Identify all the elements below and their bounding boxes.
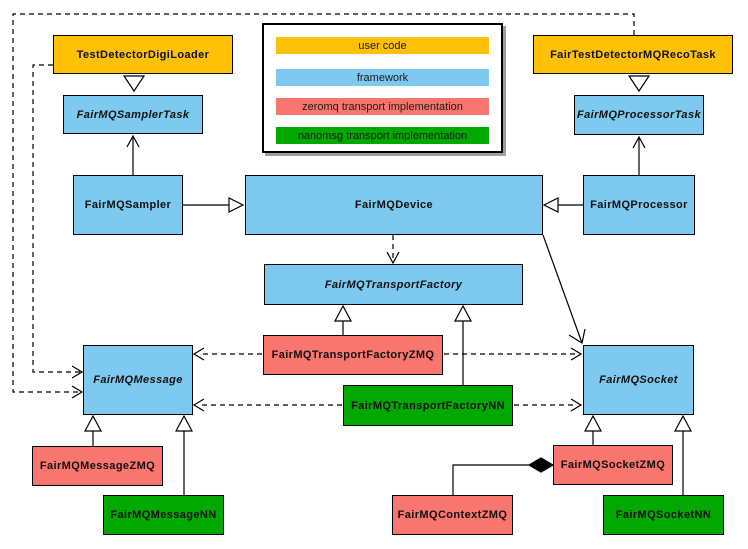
edge-inherit-socketnn-socket bbox=[674, 414, 692, 495]
node-fairmq-message: FairMQMessage bbox=[83, 345, 193, 415]
edge-dashed-factorynn-to-message bbox=[192, 398, 342, 412]
edge-device-to-socket bbox=[542, 234, 586, 344]
edge-dashed-factoryzmq-to-socket bbox=[444, 347, 583, 361]
edge-inherit-recotask-processortask bbox=[627, 75, 651, 93]
edge-sampler-to-samplertask bbox=[126, 134, 140, 175]
edge-inherit-processor-device bbox=[542, 197, 583, 213]
legend-item-zeromq: zeromq transport implementation bbox=[276, 98, 489, 115]
node-fairmq-message-zmq: FairMQMessageZMQ bbox=[32, 446, 163, 486]
node-fairmq-transport-factory-nn: FairMQTransportFactoryNN bbox=[343, 385, 513, 426]
node-fairmq-socket-nn: FairMQSocketNN bbox=[603, 495, 724, 535]
edge-dashed-digiloader-to-message bbox=[32, 64, 84, 379]
edge-processor-to-processortask bbox=[632, 135, 646, 175]
node-fairmq-socket-zmq: FairMQSocketZMQ bbox=[553, 445, 673, 485]
edge-inherit-factorynn-factory bbox=[454, 304, 472, 385]
edge-inherit-socketzmq-socket bbox=[584, 414, 602, 445]
legend-item-user-code: user code bbox=[276, 37, 489, 54]
legend-item-framework: framework bbox=[276, 69, 489, 86]
node-fairmq-context-zmq: FairMQContextZMQ bbox=[392, 495, 513, 535]
edge-composition-contextzmq-socketzmq bbox=[452, 457, 555, 495]
node-fairmq-device: FairMQDevice bbox=[245, 175, 543, 235]
node-fairmq-message-nn: FairMQMessageNN bbox=[103, 495, 224, 535]
legend-item-nanomsg: nanomsg transport implementation bbox=[276, 127, 489, 144]
node-fairmq-transport-factory: FairMQTransportFactory bbox=[264, 264, 523, 305]
edge-inherit-messagezmq-message bbox=[84, 414, 102, 446]
node-fairmq-sampler: FairMQSampler bbox=[73, 175, 183, 235]
legend-box: user code framework zeromq transport imp… bbox=[262, 23, 503, 153]
node-fair-test-detector-mq-reco-task: FairTestDetectorMQRecoTask bbox=[533, 35, 733, 74]
edge-inherit-factoryzmq-factory bbox=[334, 304, 352, 335]
edge-dashed-factorynn-to-socket bbox=[514, 398, 583, 412]
edge-dashed-factoryzmq-to-message bbox=[192, 347, 262, 361]
node-fairmq-socket: FairMQSocket bbox=[583, 345, 694, 415]
edge-inherit-sampler-device bbox=[183, 197, 245, 213]
edge-inherit-messagenn-message bbox=[175, 414, 193, 495]
node-fairmq-transport-factory-zmq: FairMQTransportFactoryZMQ bbox=[263, 335, 443, 375]
edge-inherit-digiloader-samplertask bbox=[122, 75, 146, 93]
node-test-detector-digi-loader: TestDetectorDigiLoader bbox=[53, 35, 233, 74]
node-fairmq-processor-task: FairMQProcessorTask bbox=[574, 95, 704, 135]
node-fairmq-sampler-task: FairMQSamplerTask bbox=[63, 95, 203, 134]
edge-dashed-recotask-to-message bbox=[12, 13, 635, 399]
edge-dashed-device-to-factory bbox=[386, 235, 400, 265]
node-fairmq-processor: FairMQProcessor bbox=[583, 175, 695, 235]
composition-diamond-icon bbox=[527, 457, 555, 473]
